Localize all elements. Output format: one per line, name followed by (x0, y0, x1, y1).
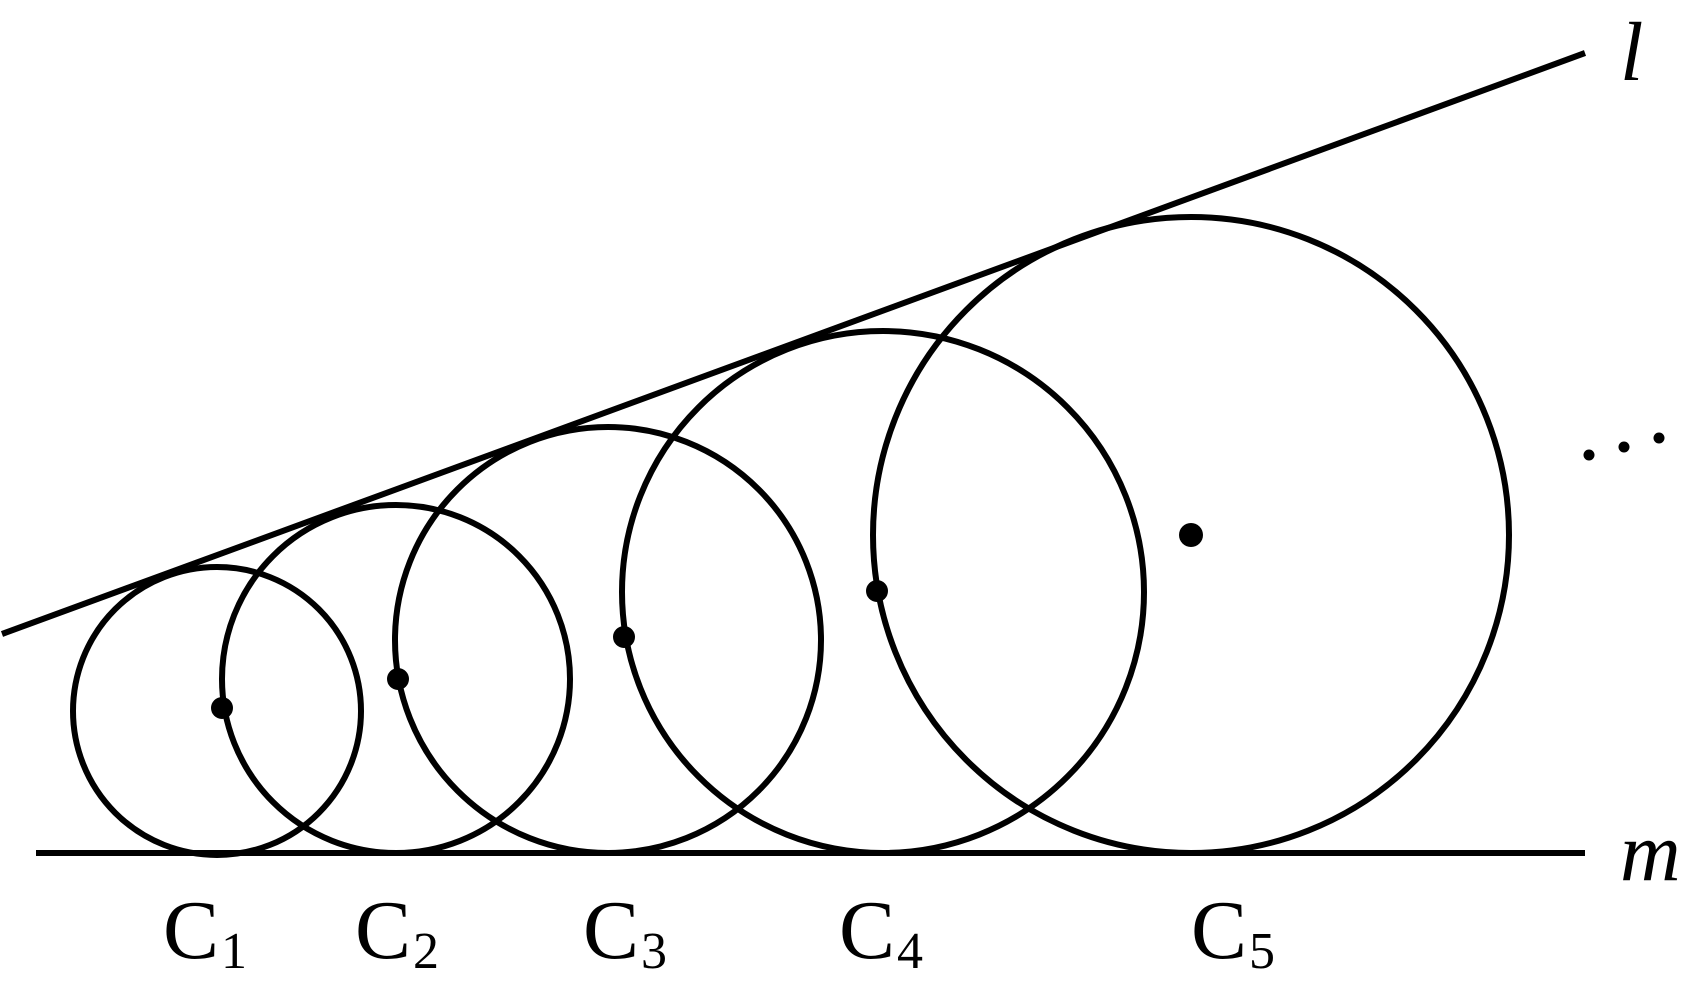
circle-c2 (219, 502, 573, 856)
point-c1-c2 (211, 697, 233, 719)
circle-c3 (392, 424, 824, 856)
point-c3-c4 (613, 626, 635, 648)
line-m-label: m (1620, 806, 1681, 899)
line-l (0, 50, 1587, 637)
continuation-dots (1583, 432, 1665, 461)
circle-label-c1: C1 (163, 884, 247, 980)
circle-c4 (619, 328, 1147, 856)
circle-label-c3: C3 (583, 884, 667, 980)
point-c5-center (1179, 523, 1203, 547)
circle-c1 (70, 564, 364, 858)
point-c2-c3 (387, 668, 409, 690)
circle-c5 (870, 214, 1512, 856)
line-l-label: l (1620, 6, 1643, 99)
point-c4-c5 (866, 580, 888, 602)
circle-label-c5: C5 (1191, 884, 1275, 980)
circle-label-c4: C4 (839, 884, 923, 980)
circle-label-c2: C2 (355, 884, 439, 980)
